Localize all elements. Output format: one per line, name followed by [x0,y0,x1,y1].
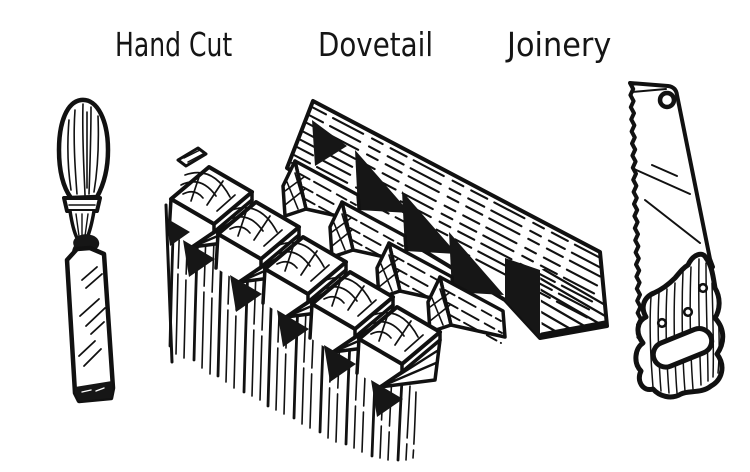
chisel-illustration [56,97,116,404]
title-word-joinery: Joinery [507,25,612,64]
dovetail-pin [426,275,507,344]
dovetail-tail [355,305,442,389]
chisel-bevel [75,381,113,401]
socket-shadow [230,275,262,312]
socket-shadow [402,191,457,254]
pin-board [281,99,609,344]
chisel-handle [56,97,111,261]
tail-board [164,146,442,462]
rivet [697,282,709,294]
dovetail-tail [261,235,348,319]
socket-shadow [166,218,190,246]
rivet [682,306,694,318]
dovetail-joint-illustration [164,99,609,462]
hang-hole [657,90,677,110]
wood-grain [175,215,417,461]
socket-shadow [371,380,403,417]
socket-shadow [183,240,215,277]
chisel-blade [64,245,116,404]
saw-handle [633,251,726,400]
socket-shadow [277,310,309,347]
socket-shadow [324,345,356,382]
title-word-hand-cut: Hand Cut [115,25,233,64]
socket-shadow [449,232,504,295]
socket-shadow [355,150,410,213]
title-word-dovetail: Dovetail [318,25,434,64]
socket-shadow [312,120,347,166]
hand-saw-illustration [628,81,726,400]
rivet [656,317,668,329]
board-end-shadow [505,258,540,338]
grip-hole [650,326,715,370]
wood-grain [168,210,404,462]
